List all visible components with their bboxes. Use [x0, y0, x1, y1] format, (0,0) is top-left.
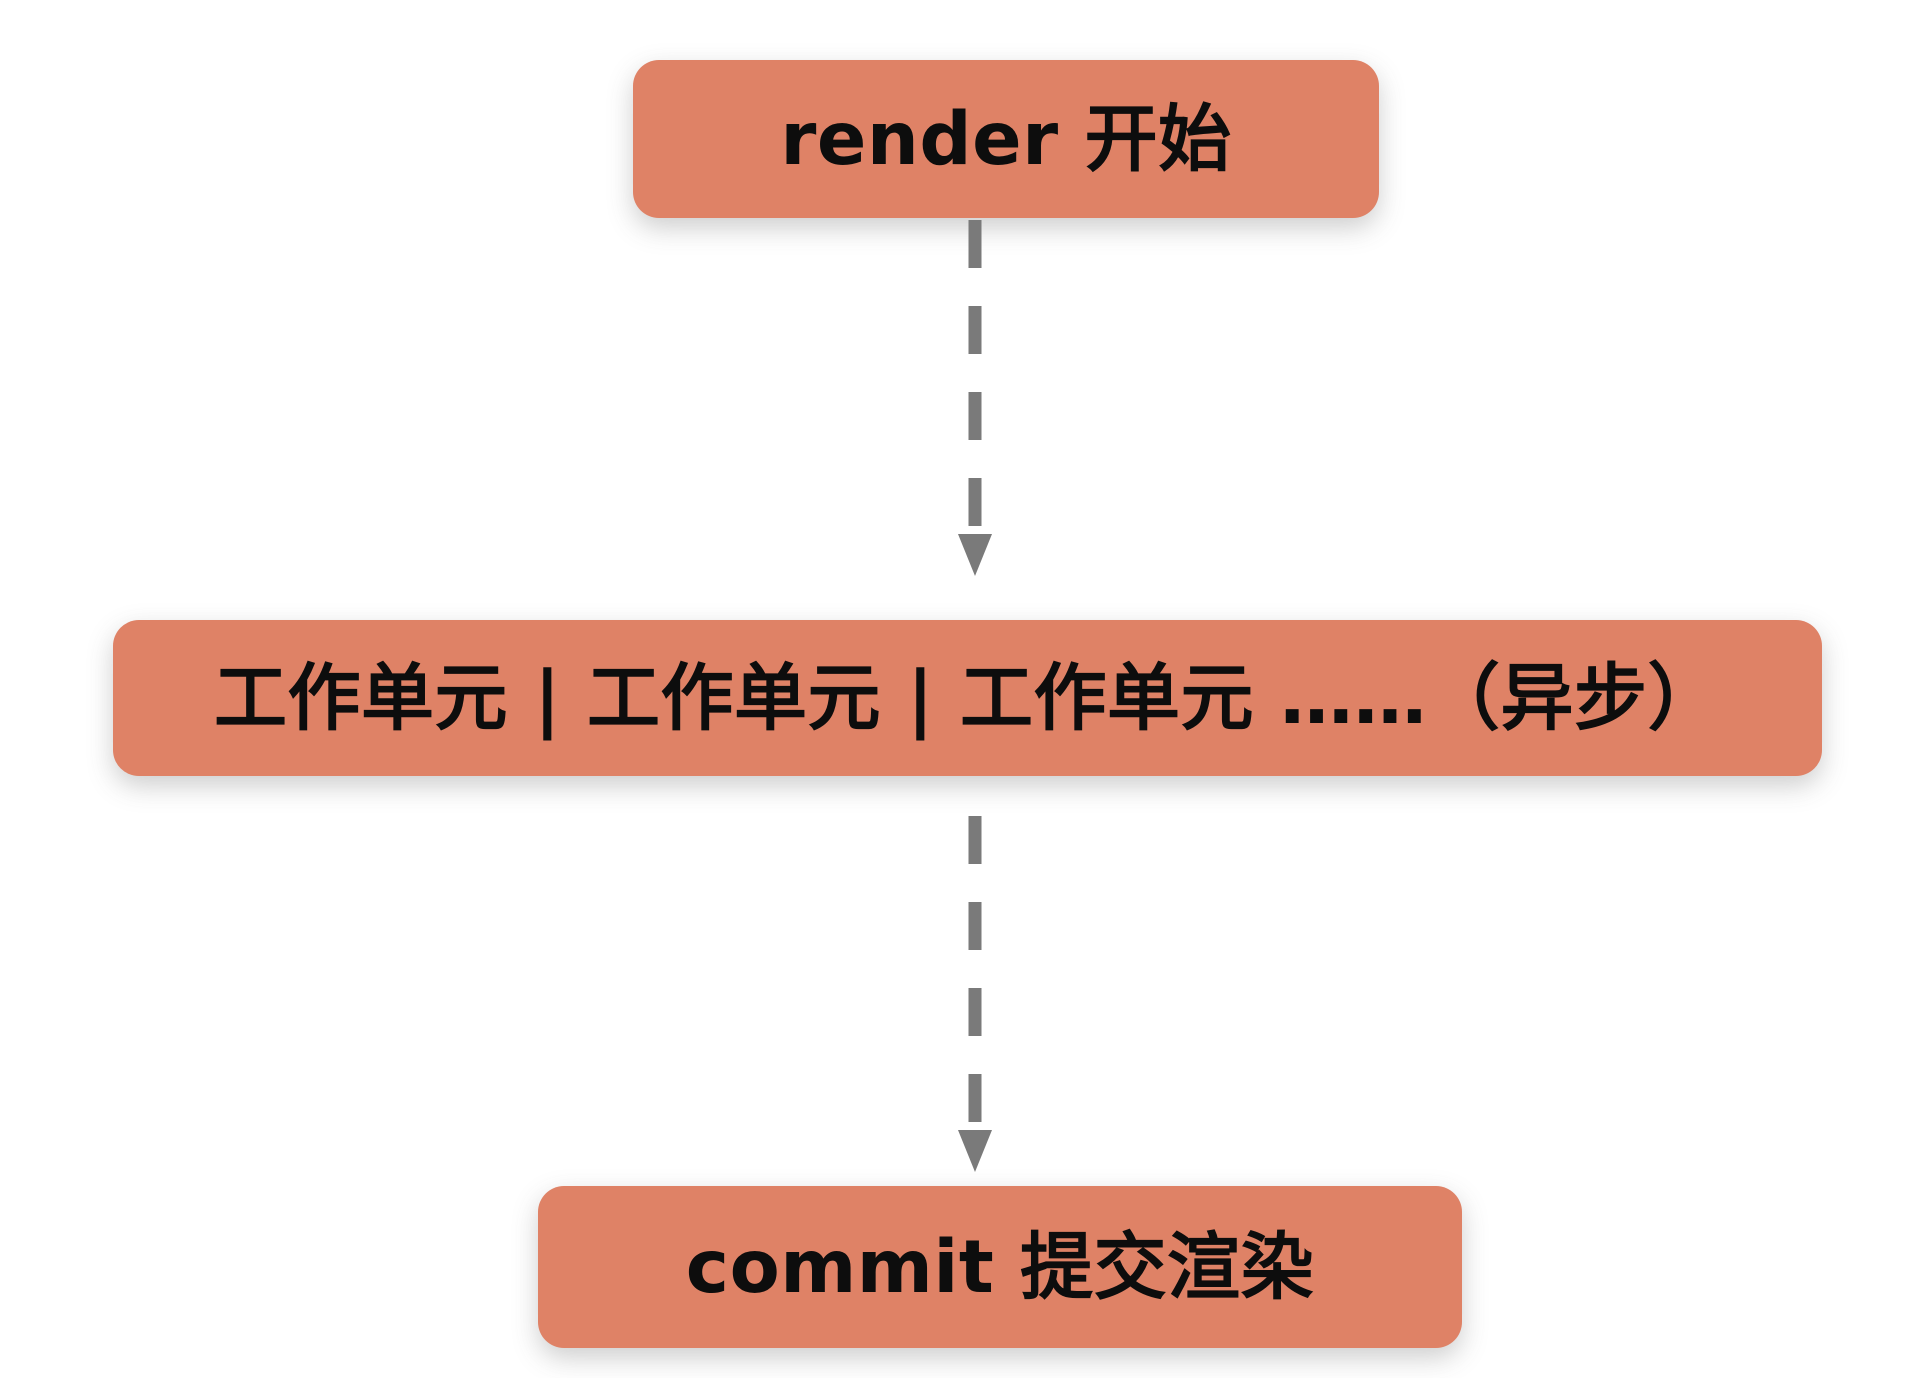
node-render-start-label: render 开始 — [780, 96, 1232, 182]
arrowhead-down-icon — [958, 1130, 992, 1172]
node-commit-render-label: commit 提交渲染 — [685, 1224, 1315, 1310]
connector-dashed-arrow-down-2 — [958, 816, 992, 1172]
node-work-units: 工作单元 | 工作单元 | 工作单元 ……（异步） — [113, 620, 1822, 776]
node-commit-render: commit 提交渲染 — [538, 1186, 1462, 1348]
arrowhead-down-icon — [958, 534, 992, 576]
node-render-start: render 开始 — [633, 60, 1379, 218]
node-work-units-label: 工作单元 | 工作单元 | 工作单元 ……（异步） — [214, 655, 1721, 741]
connector-dashed-arrow-down-1 — [958, 220, 992, 576]
